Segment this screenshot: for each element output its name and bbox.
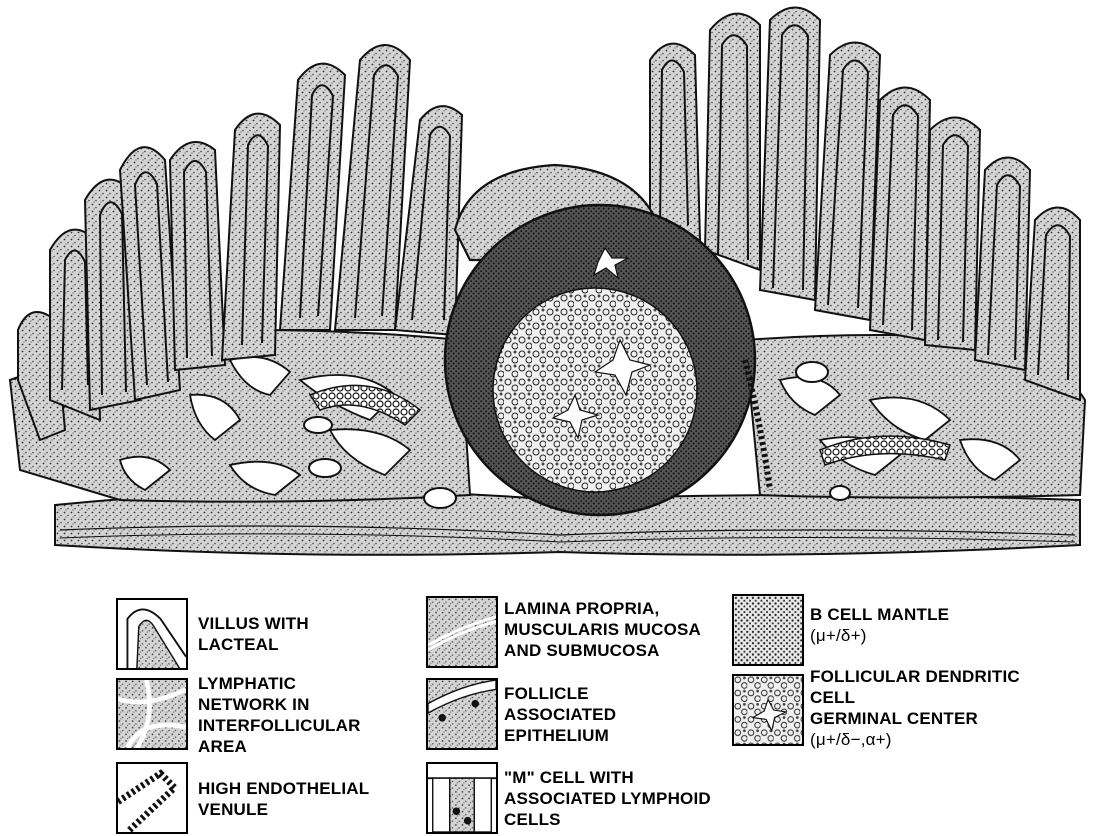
hev-swatch <box>116 762 188 834</box>
fdc-swatch <box>732 674 804 746</box>
mcell-swatch <box>426 762 498 834</box>
bcell-swatch <box>732 594 804 666</box>
lamina-swatch <box>426 596 498 668</box>
lymphatic-label: LYMPHATIC NETWORK IN INTERFOLLICULAR ARE… <box>198 673 361 757</box>
germinal-center <box>493 288 697 492</box>
hev-label: HIGH ENDOTHELIAL VENULE <box>198 778 369 820</box>
bcell-label: B CELL MANTLE (μ+/δ+) <box>810 604 949 646</box>
lymphatic-swatch <box>116 678 188 750</box>
fdc-label: FOLLICULAR DENDRITIC CELL GERMINAL CENTE… <box>810 666 1020 750</box>
fae-swatch <box>426 678 498 750</box>
peyers-patch-illustration <box>0 0 1101 580</box>
fae-label: FOLLICLE ASSOCIATED EPITHELIUM <box>504 683 616 746</box>
mcell-label: "M" CELL WITH ASSOCIATED LYMPHOID CELLS <box>504 767 711 830</box>
lamina-label: LAMINA PROPRIA, MUSCULARIS MUCOSA AND SU… <box>504 598 701 661</box>
villus-label: VILLUS WITH LACTEAL <box>198 613 309 655</box>
villus-swatch <box>116 598 188 670</box>
